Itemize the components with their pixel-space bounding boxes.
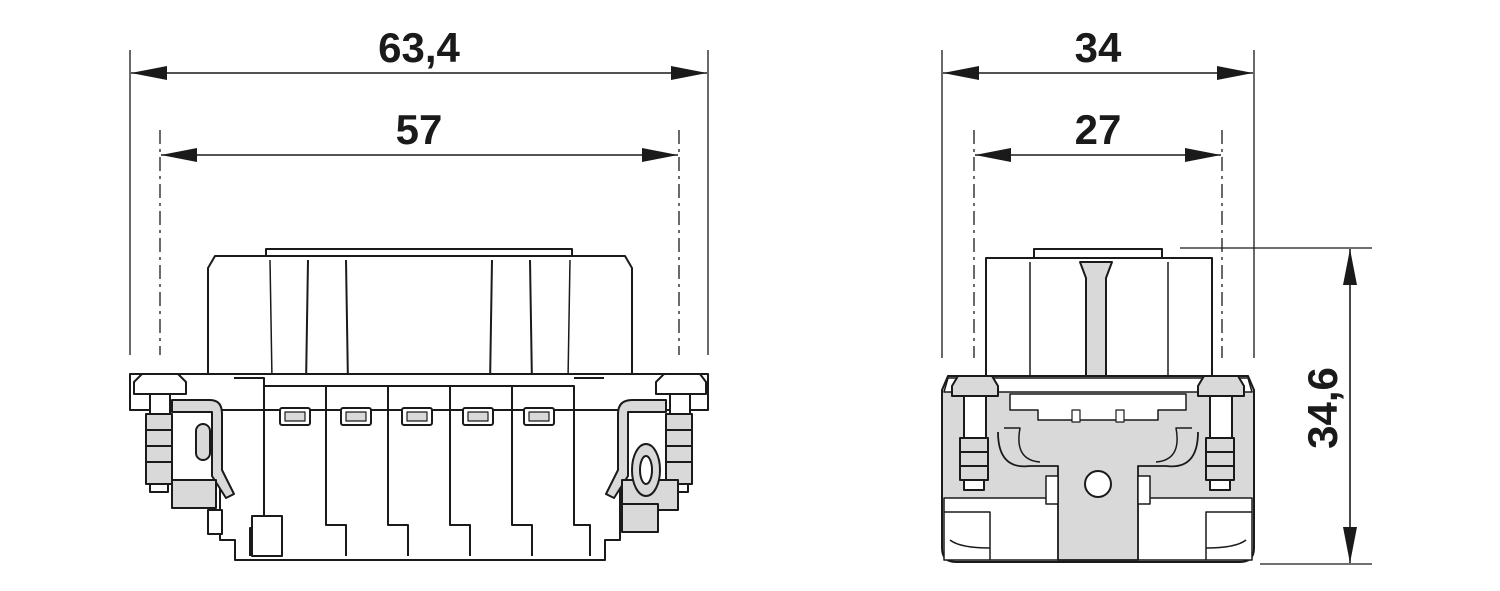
side-right-screw	[1197, 375, 1245, 491]
front-overall-width-label: 63,4	[378, 24, 460, 71]
side-dimension-height: 34,6	[1180, 247, 1372, 565]
side-dimension-overall: 34	[941, 24, 1255, 358]
side-dimension-pin-spacing: 27	[973, 106, 1223, 358]
side-height-label: 34,6	[1299, 367, 1346, 449]
front-mounting-flange	[129, 373, 709, 411]
front-left-screw	[133, 373, 187, 493]
front-dimension-overall: 63,4	[129, 24, 709, 355]
front-right-screw	[655, 373, 707, 493]
side-overall-width-label: 34	[1075, 24, 1122, 71]
front-right-clamp	[605, 399, 667, 499]
side-left-screw	[951, 375, 999, 491]
front-left-clamp	[171, 399, 235, 499]
side-center-hole	[1084, 470, 1112, 498]
front-dimension-pin-spacing: 57	[159, 106, 680, 355]
side-view-connector	[941, 248, 1255, 563]
front-pin-spacing-label: 57	[396, 106, 443, 153]
front-view-connector	[129, 248, 709, 561]
side-pin-spacing-label: 27	[1075, 106, 1122, 153]
